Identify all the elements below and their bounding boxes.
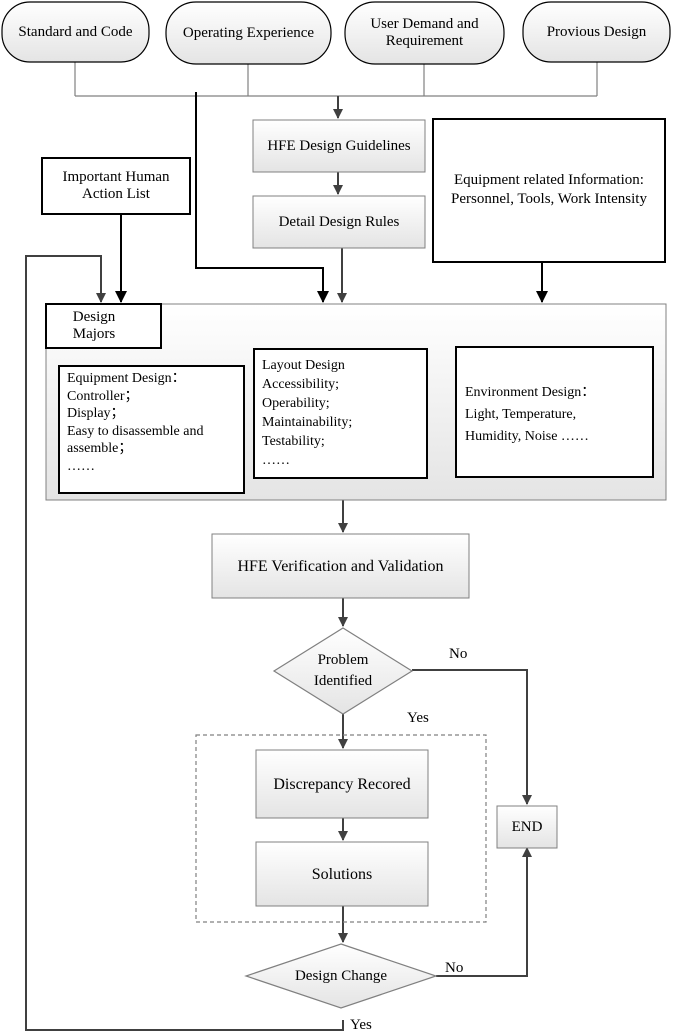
box-previous-design	[522, 1, 671, 63]
environment-line-3: Humidity, Noise ……	[465, 429, 589, 444]
box-detail-rules	[252, 195, 426, 249]
input-connectors	[74, 62, 598, 97]
box-equipment-design	[58, 365, 245, 494]
layout-line-1: Layout Design	[262, 358, 345, 373]
equipment-line-6: ……	[67, 458, 95, 474]
feedback-loop	[25, 255, 344, 1031]
box-operating-experience	[165, 1, 332, 65]
label-problem-no: No	[449, 646, 468, 662]
decision-design-change	[244, 943, 438, 1009]
label-human-action: Important Human Action List	[62, 169, 170, 202]
label-guidelines: HFE Design Guidelines	[267, 137, 411, 154]
decision-problem-identified	[272, 627, 414, 715]
box-end	[496, 805, 558, 849]
box-verification	[211, 533, 470, 599]
label-detail-rules: Detail Design Rules	[278, 213, 400, 230]
label-change-yes: Yes	[350, 1017, 372, 1033]
list-layout-design: Layout Design Accessibility; Operability…	[262, 356, 424, 470]
equipment-line-3: Display；	[67, 406, 125, 421]
equipment-line-4: Easy to disassemble and	[67, 423, 204, 439]
label-change-no: No	[445, 960, 464, 976]
arrow-change-no-to-end	[436, 847, 532, 977]
layout-line-4: Maintainability;	[262, 415, 353, 430]
box-layout-design	[253, 348, 428, 479]
label-problem-yes: Yes	[407, 710, 429, 726]
label-standard-code: Standard and Code	[18, 23, 133, 40]
equipment-line-1: Equipment Design：	[67, 371, 186, 386]
equipment-line-2: Controller；	[67, 388, 139, 404]
label-equipment-info: Equipment related Information: Personnel…	[451, 172, 647, 207]
box-guidelines	[252, 119, 426, 173]
design-majors-title-box	[45, 303, 162, 349]
arrow-problem-no-to-end	[412, 669, 532, 805]
label-design-change: Design Change	[294, 967, 388, 984]
box-standard-code	[1, 1, 150, 63]
label-previous-design: Provious Design	[546, 23, 647, 40]
label-solutions: Solutions	[311, 865, 373, 883]
label-verification: HFE Verification and Validation	[237, 557, 444, 575]
list-equipment-design: Equipment Design： Controller； Display； E…	[67, 370, 239, 475]
layout-line-6: ……	[262, 453, 290, 468]
environment-line-1: Environment Design：	[465, 385, 596, 400]
label-discrepancy: Discrepancy Recored	[273, 775, 411, 793]
equipment-line-5: assemble；	[67, 441, 133, 456]
layout-line-5: Testability;	[262, 434, 325, 449]
box-discrepancy	[255, 749, 429, 819]
list-environment-design: Environment Design： Light, Temperature, …	[465, 382, 651, 448]
arrow-operating-to-majors	[195, 92, 329, 303]
layout-line-2: Accessibility;	[262, 377, 339, 392]
label-design-majors: Design Majors	[72, 309, 116, 342]
box-environment-design	[455, 346, 654, 478]
environment-line-2: Light, Temperature,	[465, 407, 577, 422]
label-operating-experience: Operating Experience	[182, 24, 315, 41]
box-human-action	[41, 157, 191, 215]
label-end: END	[511, 818, 543, 835]
box-solutions	[255, 841, 429, 907]
label-problem-identified: Problem Identified	[313, 652, 373, 689]
box-user-demand	[344, 1, 505, 65]
box-equipment-info	[432, 118, 666, 263]
label-user-demand: User Demand and Requirement	[370, 16, 479, 49]
layout-line-3: Operability;	[262, 396, 330, 411]
